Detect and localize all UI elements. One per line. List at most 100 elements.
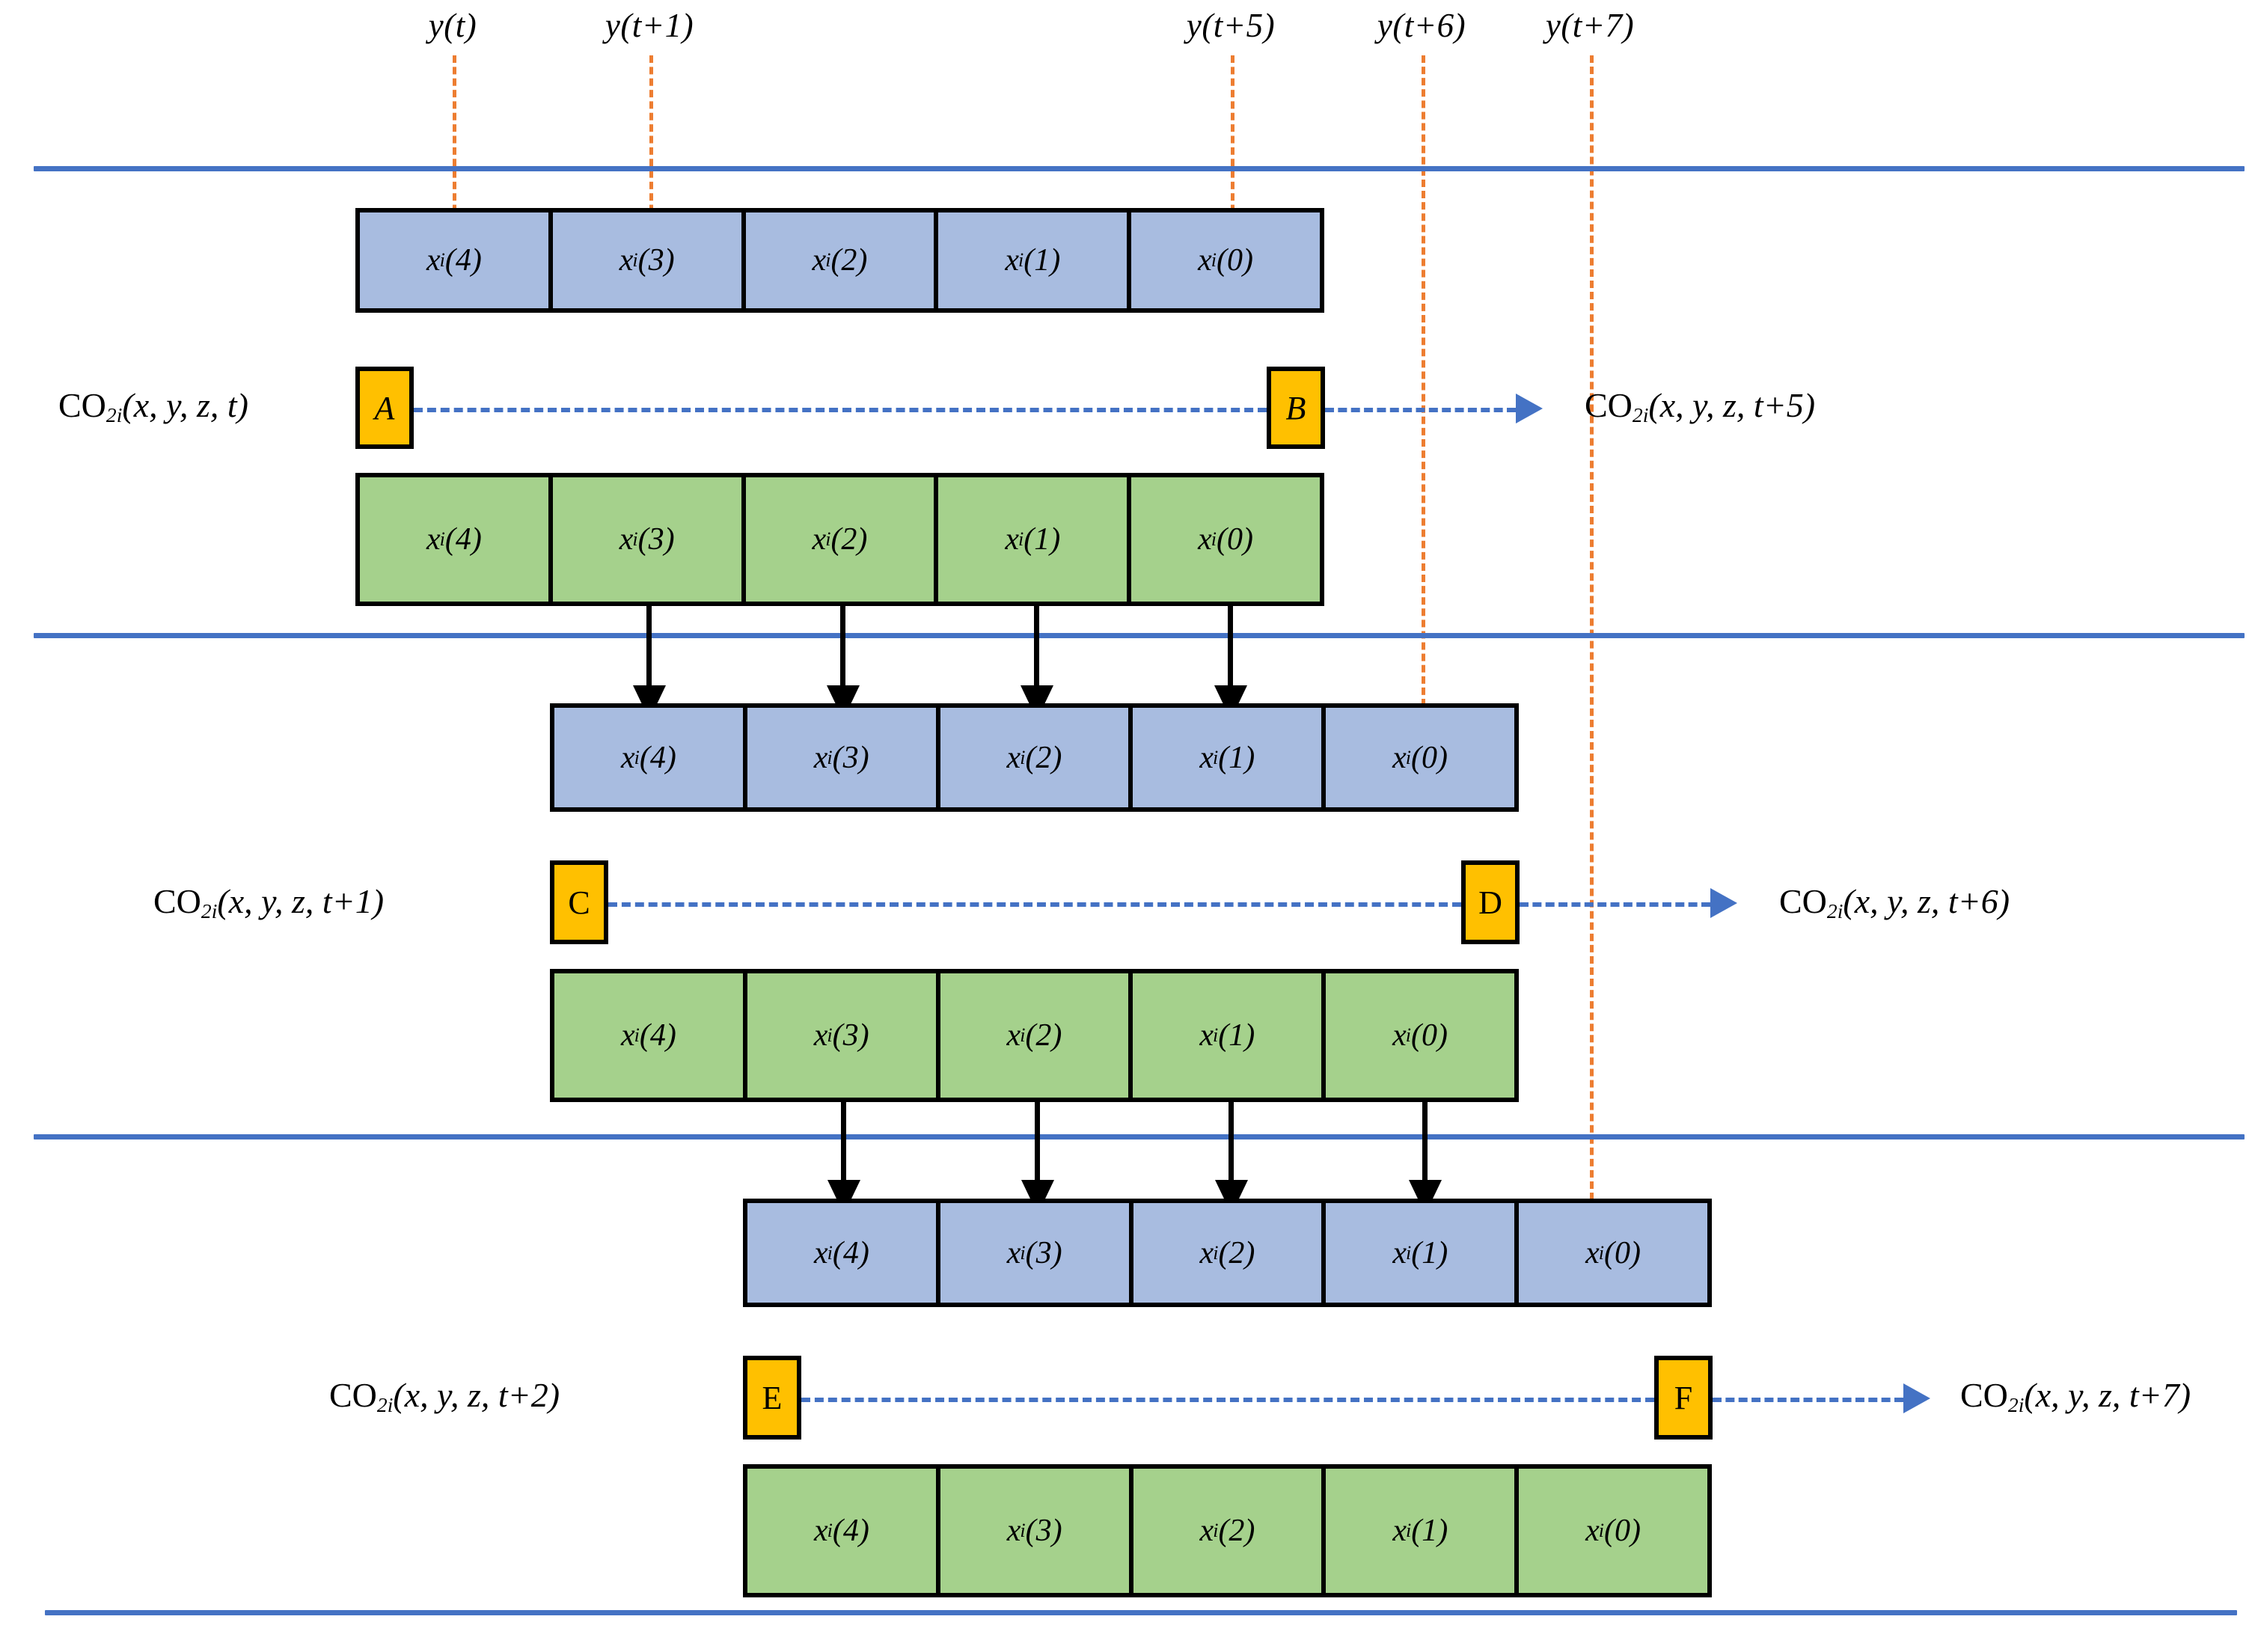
caption-args: (x, y, z, t+7) <box>2024 1376 2191 1414</box>
cell-base: x <box>1006 1514 1021 1548</box>
output-caption-block-1: CO2i(x, y, z, t+5) <box>1585 385 1815 427</box>
caption-sub: 2i <box>105 403 123 426</box>
caption-head: CO <box>153 882 201 920</box>
marker-f[interactable]: F <box>1654 1356 1713 1440</box>
shift-arrow-shaft <box>1034 606 1039 691</box>
cell-index: (2) <box>1025 1018 1062 1053</box>
cell-base: x <box>813 1235 828 1270</box>
caption-sub: 2i <box>1826 899 1844 923</box>
cell-index: (0) <box>1411 1018 1448 1053</box>
caption-args: (x, y, z, t+5) <box>1648 386 1816 424</box>
cell-base: x <box>1199 1018 1214 1053</box>
cell-sub: i <box>1018 249 1024 271</box>
input-caption-block-1: CO2i(x, y, z, t) <box>58 385 248 427</box>
cell-index: (0) <box>1604 1514 1641 1548</box>
output-arrow-block-1 <box>1516 394 1543 423</box>
cell-base: x <box>1006 1235 1021 1270</box>
input-caption-block-3: CO2i(x, y, z, t+2) <box>329 1375 560 1417</box>
cell-base: x <box>619 243 634 278</box>
marker-c[interactable]: C <box>550 860 608 944</box>
cell-sub: i <box>1405 746 1412 768</box>
cell-sub: i <box>1213 1024 1219 1046</box>
cell-sub: i <box>439 528 445 550</box>
cell-base: x <box>1005 243 1019 278</box>
cell-index: (2) <box>1025 740 1062 775</box>
caption-sub: 2i <box>201 899 218 923</box>
cell-base: x <box>813 1514 828 1548</box>
cell-sub: i <box>825 249 831 271</box>
marker-e[interactable]: E <box>743 1356 801 1440</box>
caption-args: (x, y, z, t+6) <box>1843 882 2010 920</box>
marker-label: D <box>1478 884 1502 921</box>
cell-base: x <box>1585 1514 1600 1548</box>
cell-sub: i <box>1598 1241 1605 1264</box>
cell-index: (0) <box>1604 1235 1641 1270</box>
cell-base: x <box>813 1018 828 1053</box>
cell-base: x <box>620 1018 635 1053</box>
cell-base: x <box>1392 1235 1407 1270</box>
timing-line-y-t <box>453 55 456 224</box>
timing-label-text: y(t+6) <box>1377 7 1466 44</box>
marker-a[interactable]: A <box>355 367 414 449</box>
timing-line-y-t5 <box>1231 55 1234 224</box>
connector-block-1 <box>414 408 1267 412</box>
cell-index: (3) <box>637 522 675 557</box>
marker-label: F <box>1674 1379 1693 1416</box>
cell-sub: i <box>1406 1241 1412 1264</box>
cell-sub: i <box>1213 746 1219 768</box>
cell-base: x <box>812 522 827 557</box>
marker-label: B <box>1285 389 1306 426</box>
caption-head: CO <box>1960 1376 2008 1414</box>
shift-arrow-shaft <box>1229 1102 1234 1186</box>
marker-b[interactable]: B <box>1267 367 1325 449</box>
cell-sub: i <box>1406 1520 1412 1541</box>
shift-arrow-shaft <box>1228 606 1233 691</box>
cell-sub: i <box>827 746 833 768</box>
caption-args: (x, y, z, t) <box>122 386 248 424</box>
cell-sub: i <box>1213 1241 1219 1264</box>
cell-base: x <box>1199 1235 1214 1270</box>
cell-index: (4) <box>832 1235 869 1270</box>
output-arrow-block-3 <box>1903 1383 1930 1413</box>
cell-sub: i <box>1405 1024 1412 1046</box>
cell-index: (4) <box>444 243 482 278</box>
cell-sub: i <box>632 528 638 550</box>
marker-d[interactable]: D <box>1461 860 1520 944</box>
cell-sub: i <box>634 1024 640 1046</box>
cell-sub: i <box>634 746 640 768</box>
cell-base: x <box>619 522 634 557</box>
shift-arrow-shaft <box>840 606 845 691</box>
cell-sub: i <box>632 249 638 271</box>
cell-index: (1) <box>1218 740 1255 775</box>
output-caption-block-3: CO2i(x, y, z, t+7) <box>1960 1375 2191 1417</box>
timing-label-text: y(t+1) <box>605 7 694 44</box>
cell-base: x <box>426 243 441 278</box>
cell-base: x <box>1585 1235 1600 1270</box>
cell-base: x <box>1198 522 1212 557</box>
cell-index: (0) <box>1217 243 1254 278</box>
cell-index: (3) <box>637 243 675 278</box>
timing-label-text: y(t) <box>428 7 477 44</box>
cell-sub: i <box>1020 1024 1026 1046</box>
cell-index: (2) <box>1218 1235 1255 1270</box>
cell-base: x <box>1199 1514 1214 1548</box>
cell-sub: i <box>439 249 445 271</box>
cell-index: (1) <box>1218 1018 1255 1053</box>
timing-label-text: y(t+7) <box>1545 7 1635 44</box>
cell-index: (4) <box>639 1018 676 1053</box>
cell-index: (4) <box>444 522 482 557</box>
cell-base: x <box>1006 1018 1021 1053</box>
